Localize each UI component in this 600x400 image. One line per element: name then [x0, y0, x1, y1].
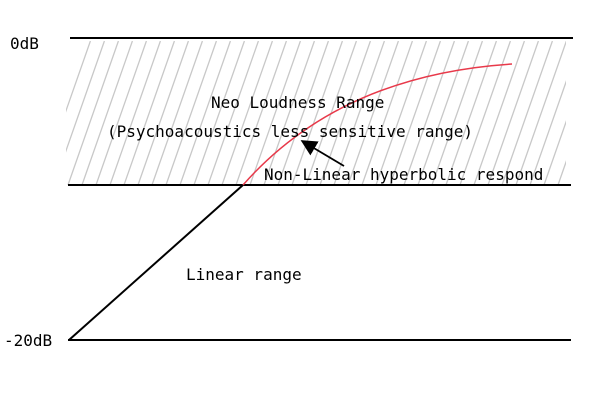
hatch-line — [529, 80, 566, 185]
hatch-line — [361, 41, 414, 185]
nonlinear-annotation: Non-Linear hyperbolic respond — [264, 165, 543, 184]
neo-range-subtitle: (Psychoacoustics less sensitive range) — [107, 122, 473, 141]
hatch-line — [109, 41, 162, 185]
annotation-arrow — [300, 140, 345, 167]
nonlinear-curve — [242, 63, 513, 186]
hatch-line — [487, 41, 540, 185]
hatch-line — [417, 41, 470, 185]
linear-range-label: Linear range — [186, 265, 302, 284]
hatch-line — [95, 41, 148, 185]
hatch-line — [137, 41, 190, 185]
hatch-line — [459, 41, 512, 185]
minus-20db-label: -20dB — [4, 331, 52, 350]
hatch-pattern — [66, 41, 600, 185]
linear-response-line — [68, 184, 244, 341]
hatch-line — [572, 41, 600, 185]
hatch-line — [473, 41, 526, 185]
neo-range-title: Neo Loudness Range — [211, 93, 384, 112]
hatch-line — [431, 41, 484, 185]
hatch-line — [389, 41, 442, 185]
hatch-line — [235, 41, 288, 185]
hatch-line — [557, 160, 566, 185]
hatch-line — [543, 120, 566, 185]
hatch-line — [375, 41, 428, 185]
hatch-line — [501, 41, 554, 185]
hatch-line — [347, 41, 400, 185]
hatch-line — [151, 41, 204, 185]
hatch-line — [263, 41, 316, 185]
hatch-line — [277, 41, 330, 185]
hatch-line — [515, 41, 566, 185]
hatch-line — [123, 41, 176, 185]
hatch-line — [66, 41, 92, 113]
hatch-line — [333, 41, 386, 185]
hatch-line — [66, 41, 106, 153]
hatch-line — [403, 41, 456, 185]
hatch-line — [291, 41, 344, 185]
hatch-line — [165, 41, 218, 185]
hatch-line — [67, 41, 120, 185]
hatch-line — [249, 41, 302, 185]
hatch-line — [81, 41, 134, 185]
zero-db-label: 0dB — [10, 34, 39, 53]
hatch-line — [586, 41, 600, 185]
hatch-line — [319, 41, 372, 185]
hatch-line — [445, 41, 498, 185]
hatch-line — [179, 41, 232, 185]
hatch-line — [221, 41, 274, 185]
hatch-line — [193, 41, 246, 185]
hatch-line — [207, 41, 260, 185]
